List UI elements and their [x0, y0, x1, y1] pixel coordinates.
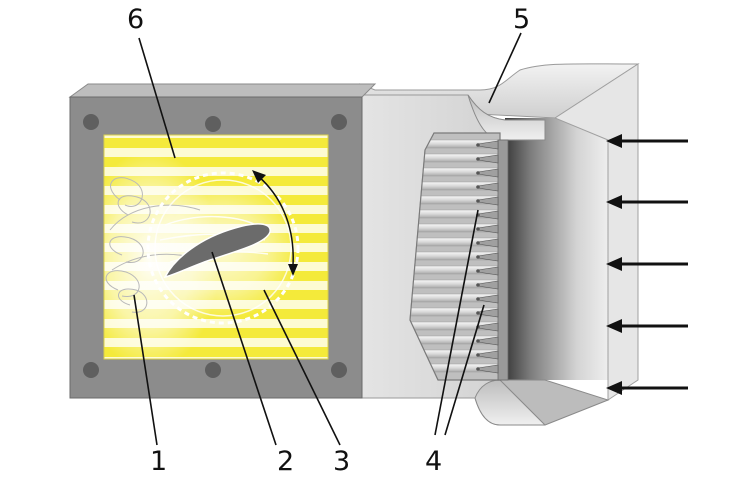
flow-arrow [606, 319, 688, 333]
flow-arrow [606, 134, 688, 148]
test-section-frame [68, 83, 377, 399]
flow-direction-arrows [606, 134, 688, 395]
leader-6 [138, 37, 176, 159]
duct-section [359, 63, 640, 426]
leader-3 [263, 289, 341, 446]
turntable-disk [146, 171, 300, 325]
leader-5 [488, 32, 522, 104]
leader-1 [133, 294, 158, 446]
cooling-rods [410, 139, 500, 373]
callout-labels: 6 5 1 2 3 4 [127, 4, 530, 477]
callout-5: 5 [513, 4, 530, 35]
leader-4a [434, 209, 479, 436]
leader-4b [444, 304, 485, 436]
airfoil-blade [163, 223, 271, 279]
leader-2 [211, 251, 277, 446]
observation-window [104, 135, 328, 359]
callout-2: 2 [277, 446, 294, 477]
rotation-arrow [252, 170, 298, 276]
callout-4: 4 [425, 446, 442, 477]
callout-3: 3 [333, 446, 350, 477]
flow-arrow [606, 381, 688, 395]
flow-arrow [606, 195, 688, 209]
callout-1: 1 [150, 446, 167, 477]
flow-arrow [606, 257, 688, 271]
bolt-heads [83, 114, 347, 378]
callout-6: 6 [127, 4, 144, 35]
leader-lines [133, 32, 522, 446]
nozzle-row [476, 140, 499, 374]
